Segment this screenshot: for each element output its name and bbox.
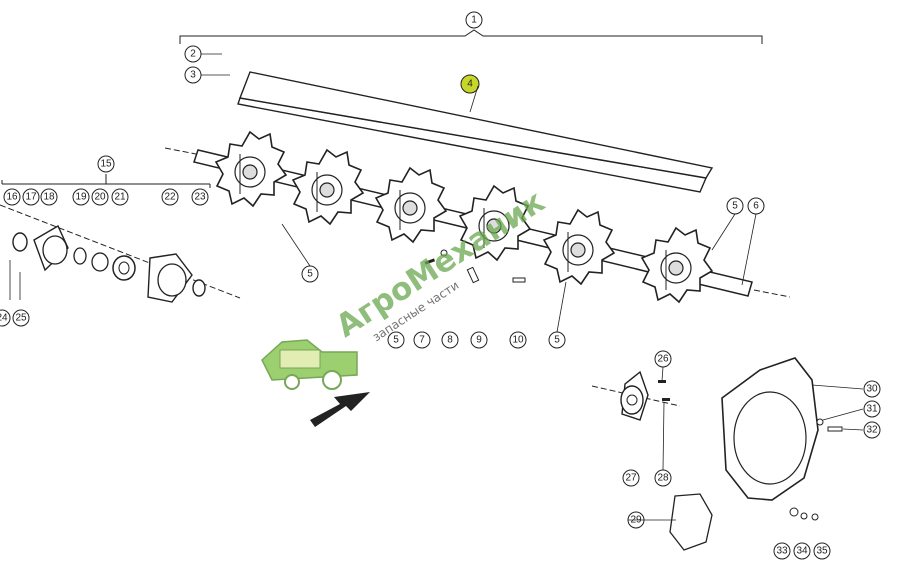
callout-26: 26 [654,350,672,368]
callout-15: 15 [97,155,115,173]
callout-30: 30 [863,380,881,398]
svg-text:4: 4 [467,79,473,90]
sprocket-5 [543,209,615,285]
svg-text:16: 16 [6,192,18,203]
callout-32: 32 [863,421,881,439]
svg-text:2: 2 [190,49,196,60]
svg-text:35: 35 [816,546,828,557]
svg-text:22: 22 [164,192,176,203]
leader-lines [201,53,864,521]
fasteners-7-10 [424,249,526,284]
sprocket-6 [641,227,713,303]
svg-text:30: 30 [866,384,878,395]
callout-5b: 5 [387,331,405,349]
callout-21: 21 [111,188,129,206]
svg-text:23: 23 [194,192,206,203]
svg-text:6: 6 [753,201,759,212]
svg-text:5: 5 [393,335,399,346]
callout-16: 16 [3,188,21,206]
svg-text:8: 8 [447,335,453,346]
callout-31: 31 [863,400,881,418]
svg-text:5: 5 [554,335,560,346]
callout-19: 19 [72,188,90,206]
svg-text:31: 31 [866,404,878,415]
callout-33: 33 [773,542,791,560]
svg-text:33: 33 [776,546,788,557]
callout-25: 25 [12,309,30,327]
svg-text:3: 3 [190,70,196,81]
beater-bar [237,71,714,193]
svg-text:5: 5 [307,269,313,280]
svg-text:1: 1 [471,15,477,26]
svg-text:25: 25 [15,313,27,324]
callout-34: 34 [793,542,811,560]
svg-text:24: 24 [0,313,8,324]
callout-8: 8 [441,331,459,349]
svg-text:18: 18 [43,192,55,203]
left-bearing-assembly [0,204,241,303]
callout-5a: 5 [301,265,319,283]
sprocket-3 [375,167,447,243]
callout-10: 10 [509,331,527,349]
svg-text:32: 32 [866,425,878,436]
direction-arrow [310,392,370,427]
callout-9: 9 [470,331,488,349]
svg-text:20: 20 [94,192,106,203]
svg-text:34: 34 [796,546,808,557]
sprocket-1 [215,131,287,207]
callout-35: 35 [813,542,831,560]
callout-3: 3 [184,66,202,84]
callout-24: 24 [0,309,11,327]
callout-4-highlighted: 4 [460,74,480,94]
callout-22: 22 [161,188,179,206]
svg-text:26: 26 [657,354,669,365]
callout-2: 2 [184,45,202,63]
combine-harvester-logo [261,339,358,390]
svg-text:17: 17 [25,192,37,203]
right-flange-assembly [591,357,843,551]
callout-5c: 5 [548,331,566,349]
svg-text:15: 15 [100,159,112,170]
callout-17: 17 [22,188,40,206]
svg-text:19: 19 [75,192,87,203]
callout-20: 20 [91,188,109,206]
svg-text:10: 10 [512,335,524,346]
callout-7: 7 [413,331,431,349]
callout-27: 27 [622,469,640,487]
svg-text:27: 27 [625,473,637,484]
svg-text:7: 7 [419,335,425,346]
bracket-1 [179,29,763,44]
callout-1: 1 [465,11,483,29]
callout-28: 28 [654,469,672,487]
svg-text:21: 21 [114,192,126,203]
sprocket-2 [292,149,364,225]
callout-23: 23 [191,188,209,206]
svg-text:9: 9 [476,335,482,346]
callout-5d: 5 [726,197,744,215]
callout-18: 18 [40,188,58,206]
svg-text:28: 28 [657,473,669,484]
svg-text:5: 5 [732,201,738,212]
callout-6: 6 [747,197,765,215]
